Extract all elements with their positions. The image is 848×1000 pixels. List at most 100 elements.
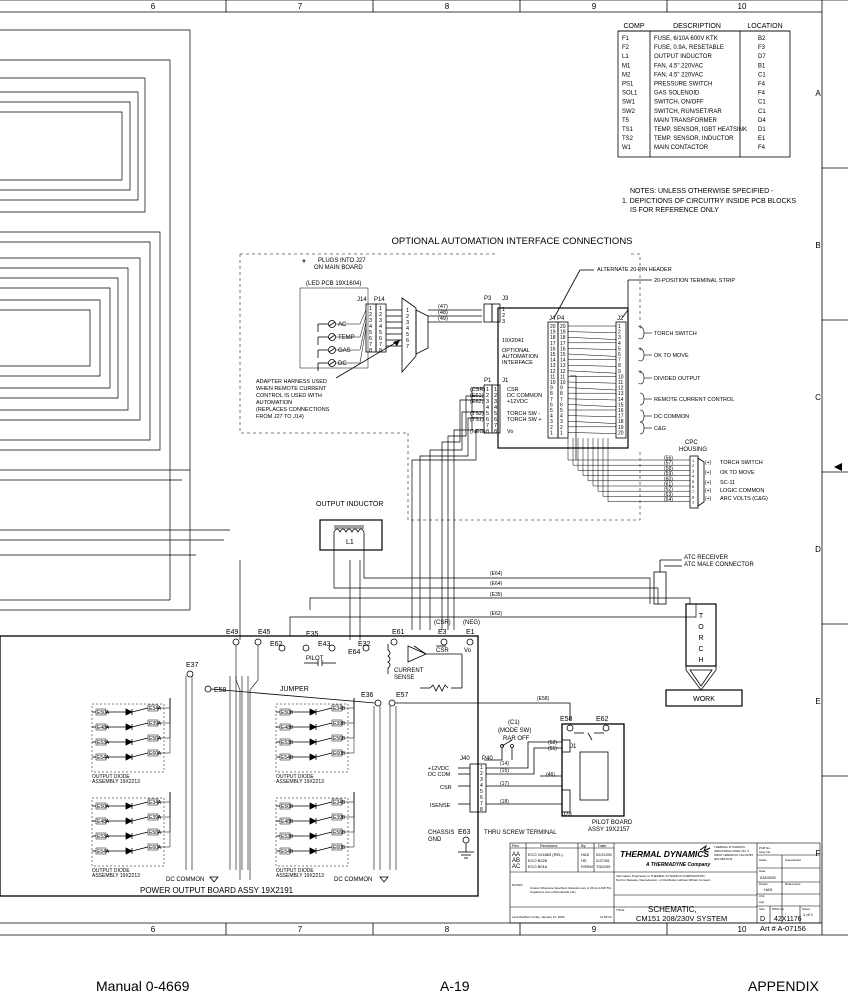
torch-letter: R — [698, 635, 703, 642]
svg-text:HAS: HAS — [764, 887, 773, 892]
svg-text:PILOT BOARD: PILOT BOARD — [592, 820, 633, 826]
pin-number: 6 — [406, 338, 409, 344]
torch-letter: T — [699, 613, 704, 620]
signal-name: (CSR) — [470, 387, 485, 393]
svg-text:IS FOR REFERENCE ONLY: IS FOR REFERENCE ONLY — [630, 207, 719, 214]
torch-letter: O — [698, 624, 704, 631]
led-label: AC — [338, 322, 347, 328]
pin-number: 20 — [550, 324, 556, 330]
svg-text:20-POSITION TERMINAL STRIP: 20-POSITION TERMINAL STRIP — [654, 278, 735, 284]
comp-description: TEMP. SENSOR, IGBT HEATSINK — [654, 127, 747, 133]
svg-text:10: 10 — [738, 925, 747, 934]
svg-text:E63: E63 — [458, 829, 471, 836]
output-label: TORCH SWITCH — [654, 331, 697, 337]
pin-number: 19 — [550, 330, 556, 336]
diode-terminal: E53A — [97, 834, 110, 840]
wire-number: (63) — [664, 492, 673, 498]
svg-text:J40: J40 — [460, 756, 470, 762]
svg-text:P1: P1 — [484, 378, 492, 384]
pin-number: 10 — [550, 380, 556, 386]
pin-number: 7 — [480, 801, 483, 807]
diode-terminal: E34B — [333, 706, 346, 712]
rev-code: AA — [512, 852, 520, 858]
comp-description: OUTPUT INDUCTOR — [654, 54, 712, 60]
terminal-label: E62 — [270, 641, 283, 648]
svg-text:D: D — [760, 916, 765, 923]
svg-text:J1: J1 — [570, 744, 577, 750]
svg-text:7: 7 — [298, 925, 303, 934]
pin-number: 3 — [406, 320, 409, 326]
svg-text:42X1176: 42X1176 — [774, 916, 802, 923]
cpc-label: LOGIC COMMON — [720, 488, 764, 494]
pin-number: 4 — [369, 324, 372, 330]
cpc-housing: CPC HOUSING (56)1(57)2(58)3(59)4(60)5(61… — [567, 438, 768, 509]
svg-text:(47): (47) — [438, 304, 448, 310]
comp-location: C1 — [758, 100, 766, 106]
svg-text:J3: J3 — [502, 296, 509, 302]
pin-number: 5 — [550, 408, 553, 414]
terminal-label: E49 — [226, 629, 239, 636]
svg-text:Revisions: Revisions — [540, 843, 557, 848]
pin-number: 1 — [692, 458, 695, 463]
rev-code: AB — [512, 858, 520, 864]
svg-text:E58: E58 — [214, 687, 227, 694]
diode-assembly-label: ASSEMBLY 19X2213 — [92, 779, 140, 785]
svg-text:FROM J27 TO J14): FROM J27 TO J14) — [256, 414, 304, 420]
svg-text:GND: GND — [428, 837, 442, 843]
pin-number: 7 — [486, 423, 489, 429]
svg-text:Chk: Chk — [759, 894, 765, 898]
diode-icon — [309, 817, 317, 825]
svg-text:Unless Otherwise Specified, Re: Unless Otherwise Specified, Resistors ar… — [530, 886, 612, 890]
svg-text:THRU SCREW TERMINAL: THRU SCREW TERMINAL — [484, 830, 557, 836]
pin-number: 7 — [379, 342, 382, 348]
svg-text:1 of 1: 1 of 1 — [803, 912, 814, 917]
rev-by: RSRM — [581, 864, 593, 869]
diode-terminal: E54B — [281, 849, 294, 855]
diode-terminal: E53A — [97, 740, 110, 746]
svg-text:P3: P3 — [484, 296, 492, 302]
pin-number: 4 — [406, 326, 409, 332]
led-label: TEMP — [338, 335, 355, 341]
diode-terminal: E48B — [281, 725, 294, 731]
diode-terminal: E48A — [97, 725, 110, 731]
diode-icon — [125, 753, 133, 761]
svg-text:INDUSTRIAL PARK NO. 2: INDUSTRIAL PARK NO. 2 — [714, 849, 750, 853]
svg-text:9: 9 — [592, 2, 597, 11]
pin-polarity-icon: (+) — [705, 470, 712, 476]
diode-terminal: E54B — [281, 755, 294, 761]
pin-number: 7 — [550, 397, 553, 403]
svg-text:Rev: Rev — [512, 843, 519, 848]
diode-icon — [309, 723, 317, 731]
signal-label: DC COMMON — [507, 393, 542, 399]
svg-text:Not For Release, Reproduction,: Not For Release, Reproduction, or Distri… — [616, 878, 711, 882]
diode-icon — [309, 753, 317, 761]
pin-number: 18 — [618, 419, 624, 425]
pin-number: 1 — [560, 430, 563, 436]
pin-polarity-icon: (+) — [705, 488, 712, 494]
cpc-label: TORCH SWITCH — [720, 460, 763, 466]
diode-terminal: E60B — [333, 751, 346, 757]
comp-code: M1 — [622, 63, 631, 69]
signal-label: TORCH SW + — [507, 417, 542, 423]
pin-number: 1 — [692, 500, 695, 505]
row-labels: A B C D E F — [815, 89, 821, 858]
svg-text:E36: E36 — [361, 692, 374, 699]
terminal-label: E43 — [318, 641, 331, 648]
pin-number: 17 — [560, 341, 566, 347]
svg-text:E62: E62 — [596, 716, 609, 723]
pin-number: 2 — [480, 771, 483, 777]
pin-number: 2 — [692, 463, 695, 468]
wire-number: (62) — [664, 487, 673, 493]
svg-text:D: D — [815, 545, 821, 554]
diode-terminal: E60B — [333, 845, 346, 851]
svg-text:2: 2 — [502, 313, 505, 319]
svg-text:3: 3 — [502, 319, 505, 325]
led-icon — [328, 346, 336, 354]
svg-text:(E58): (E58) — [537, 696, 550, 702]
svg-text:PLUGS INTO J27: PLUGS INTO J27 — [318, 258, 366, 264]
pin-number: 7 — [494, 423, 497, 429]
diode-terminal: E54A — [97, 755, 110, 761]
diode-terminal: E56B — [333, 830, 346, 836]
svg-text:AUTOMATION: AUTOMATION — [502, 354, 538, 360]
atc-torch: ATC RECEIVER ATC MALE CONNECTOR TORCH WO… — [653, 555, 754, 707]
